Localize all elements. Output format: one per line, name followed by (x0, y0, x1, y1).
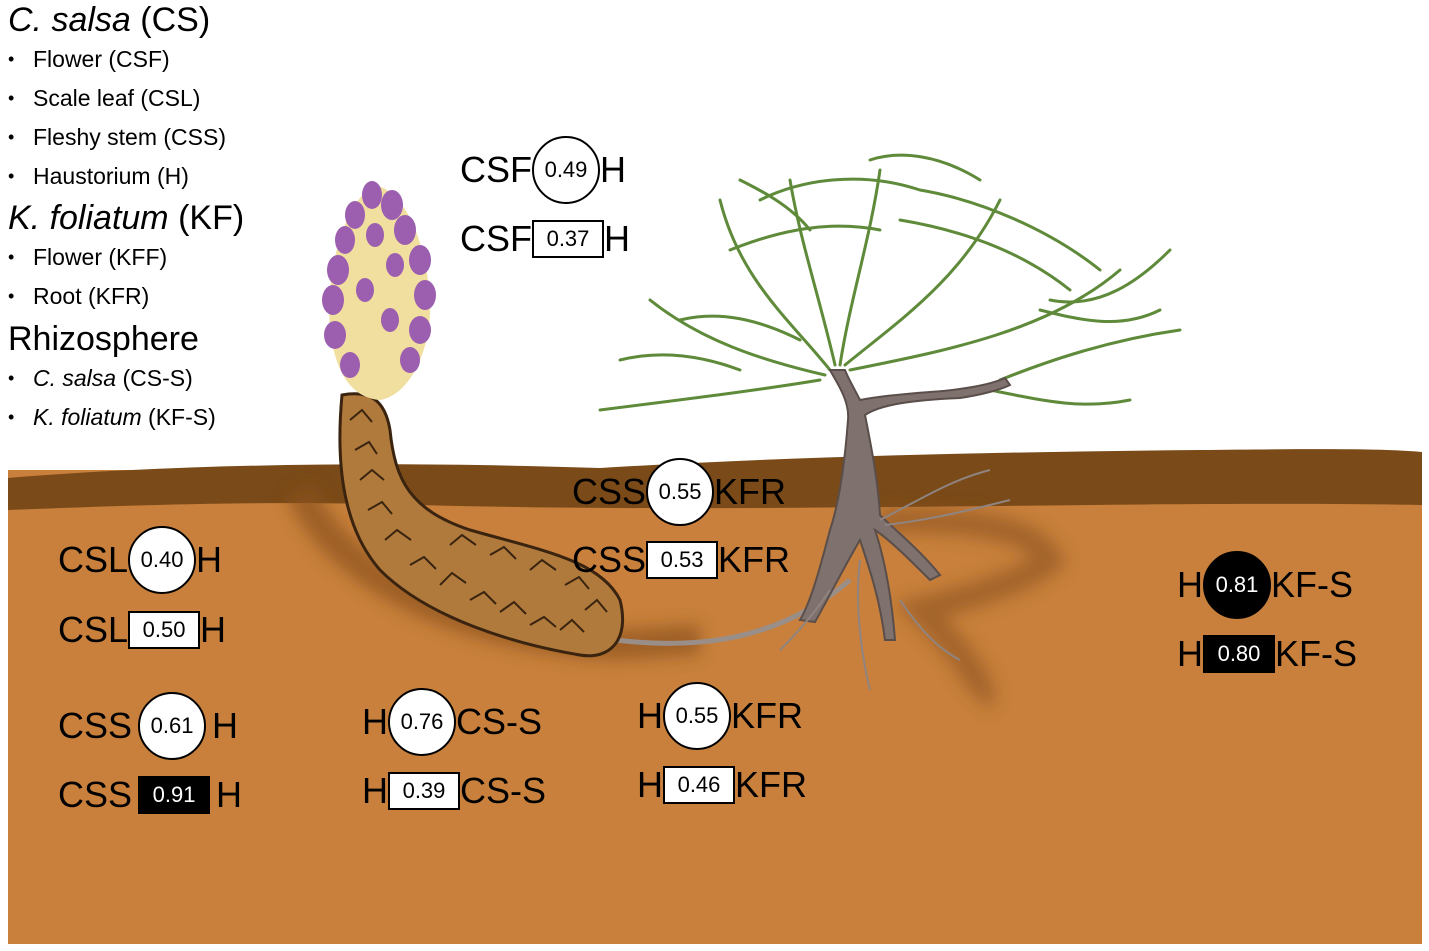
legend-kf-species: K. foliatum (8, 199, 169, 237)
legend-item: C. salsa (CS-S) (8, 359, 308, 398)
similarity-badge: 0.91 (138, 776, 211, 814)
similarity-badge: 0.81 (1203, 551, 1271, 619)
comparison-right: KF-S (1271, 564, 1354, 605)
comparison-right: H (196, 539, 223, 580)
comparison-left: H (637, 764, 663, 805)
similarity-badge: 0.53 (646, 541, 719, 579)
comparison-csl-h-circle: CSL 0.40 H (58, 526, 222, 594)
legend-rhizo-abbr: (KF-S) (148, 404, 216, 430)
comparison-right: KFR (735, 764, 807, 805)
comparison-right: H (604, 218, 630, 259)
similarity-badge: 0.40 (128, 526, 197, 594)
comparison-h-kfr-square: H 0.46 KFR (637, 766, 807, 804)
legend-rhizo-species: C. salsa (33, 365, 117, 391)
comparison-csf-h-circle: CSF 0.49 H (460, 136, 626, 204)
comparison-right: H (600, 149, 626, 190)
comparison-left: CSS (572, 471, 647, 512)
comparison-left: CSS (58, 705, 133, 746)
comparison-right: KFR (714, 471, 787, 512)
similarity-badge: 0.49 (532, 136, 600, 204)
comparison-h-css-square: H 0.39 CS-S (362, 772, 546, 810)
comparison-left: CSF (460, 218, 532, 259)
comparison-left: CSS (58, 774, 133, 815)
comparison-h-kfs-square: H 0.80 KF-S (1177, 635, 1357, 673)
comparison-css-kfr-circle: CSS 0.55 KFR (572, 458, 786, 526)
comparison-h-kfs-circle: H 0.81 KF-S (1177, 551, 1353, 619)
comparison-left: CSL (58, 609, 129, 650)
legend-item: Root (KFR) (8, 277, 308, 316)
cistanche-stem (338, 392, 625, 658)
legend-item: Flower (KFF) (8, 238, 308, 277)
legend-cs-species: C. salsa (8, 1, 131, 39)
similarity-badge: 0.80 (1203, 635, 1275, 673)
comparison-right: H (212, 705, 239, 746)
legend-item: Haustorium (H) (8, 157, 308, 196)
comparison-csf-h-square: CSF 0.37 H (460, 220, 630, 258)
comparison-left: CSF (460, 149, 532, 190)
comparison-left: H (362, 701, 388, 742)
comparison-css-kfr-square: CSS 0.53 KFR (572, 541, 790, 579)
comparison-left: CSS (572, 539, 647, 580)
legend-item: Fleshy stem (CSS) (8, 118, 308, 157)
host-trunk (798, 369, 1012, 641)
comparison-right: H (200, 609, 227, 650)
similarity-badge: 0.61 (138, 692, 207, 760)
similarity-badge: 0.76 (388, 688, 456, 756)
similarity-badge: 0.50 (128, 611, 201, 649)
legend-item: Flower (CSF) (8, 40, 308, 79)
cistanche-flower-spike (322, 181, 436, 400)
similarity-badge: 0.39 (388, 772, 460, 810)
legend-cs-abbr: (CS) (140, 1, 211, 39)
comparison-right: CS-S (456, 701, 543, 742)
comparison-css-h-square: CSS 0.91 H (58, 776, 242, 814)
comparison-h-kfr-circle: H 0.55 KFR (637, 682, 803, 750)
legend-heading-rhizosphere: Rhizosphere (8, 320, 199, 358)
legend-heading-cs: C. salsa (CS) (8, 0, 308, 40)
comparison-right: KFR (731, 695, 803, 736)
similarity-badge: 0.37 (532, 220, 604, 258)
comparison-left: H (1177, 633, 1203, 674)
similarity-badge: 0.55 (646, 458, 715, 526)
legend-item: Scale leaf (CSL) (8, 79, 308, 118)
legend-heading-kf: K. foliatum (KF) (8, 198, 308, 238)
comparison-right: KFR (718, 539, 791, 580)
comparison-css-h-circle: CSS 0.61 H (58, 692, 238, 760)
comparison-left: H (637, 695, 663, 736)
comparison-csl-h-square: CSL 0.50 H (58, 611, 226, 649)
host-roots (779, 469, 1011, 691)
comparison-left: CSL (58, 539, 129, 580)
comparison-right: H (216, 774, 243, 815)
comparison-left: H (1177, 564, 1203, 605)
host-foliage (598, 153, 1182, 412)
comparison-right: KF-S (1275, 633, 1358, 674)
similarity-badge: 0.55 (663, 682, 731, 750)
comparison-left: H (362, 770, 388, 811)
legend-rhizo-species: K. foliatum (33, 404, 142, 430)
legend-rhizo-abbr: (CS-S) (122, 365, 193, 391)
comparison-h-css-circle: H 0.76 CS-S (362, 688, 542, 756)
legend-kf-abbr: (KF) (178, 199, 245, 237)
legend-item: K. foliatum (KF-S) (8, 398, 308, 437)
legend: C. salsa (CS) Flower (CSF) Scale leaf (C… (8, 0, 308, 437)
comparison-right: CS-S (460, 770, 547, 811)
similarity-badge: 0.46 (663, 766, 735, 804)
